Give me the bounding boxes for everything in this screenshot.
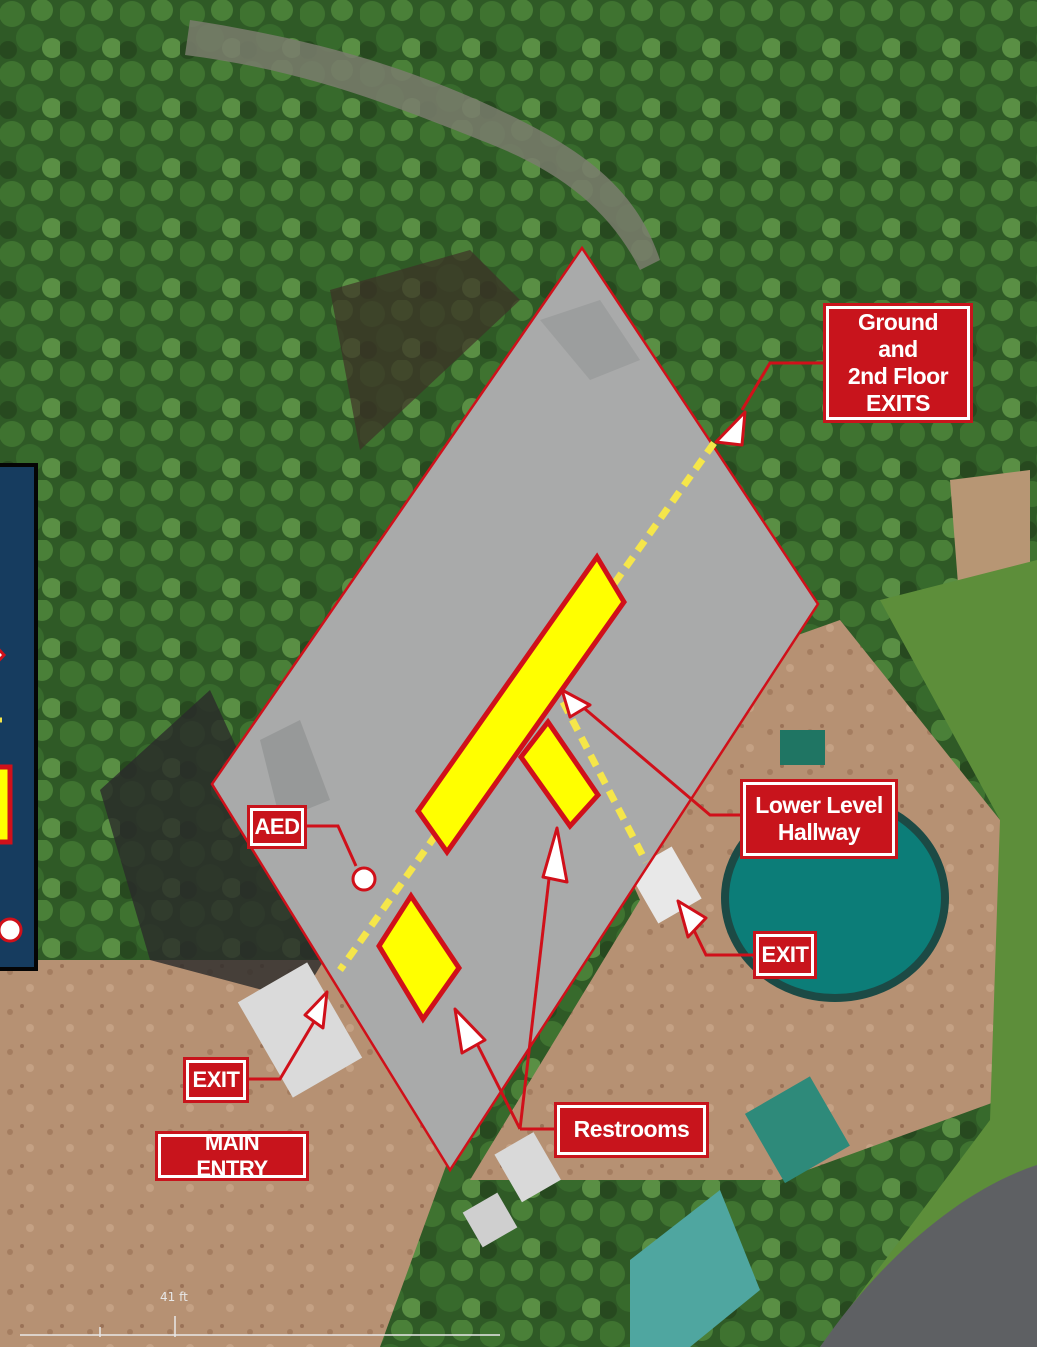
exit-arrow-icon <box>0 648 7 662</box>
hallway-arrow-icon <box>560 688 592 719</box>
restroom-arrow-icon <box>453 1007 487 1055</box>
exit-east-label: EXIT <box>753 931 817 979</box>
aed-marker-icon <box>351 866 377 892</box>
exit-arrow-icon <box>714 410 747 447</box>
lower-level-hallway-bar <box>414 552 627 857</box>
aed-label: AED <box>247 805 307 849</box>
ground-second-floor-exits-label: Ground and 2nd Floor EXITS <box>823 303 973 423</box>
restroom-box-east <box>517 717 602 830</box>
exit-main-label: EXIT <box>183 1057 249 1103</box>
aed-circle-icon <box>0 917 23 943</box>
restroom-arrow-icon <box>541 826 569 884</box>
restroom-box-west <box>376 891 463 1024</box>
exit-arrow-icon <box>303 990 329 1030</box>
scale-label: 41 ft <box>160 1290 188 1304</box>
callout-lines <box>246 361 829 1131</box>
main-entry-label: MAIN ENTRY <box>155 1130 309 1181</box>
hallway-swatch-icon <box>0 764 13 845</box>
legend-panel <box>0 463 38 971</box>
lower-level-hallway-label: Lower Level Hallway <box>740 779 898 859</box>
exit-route-lower <box>559 700 650 864</box>
exit-arrow-icon <box>676 899 708 939</box>
restrooms-label: Restrooms <box>554 1102 709 1158</box>
